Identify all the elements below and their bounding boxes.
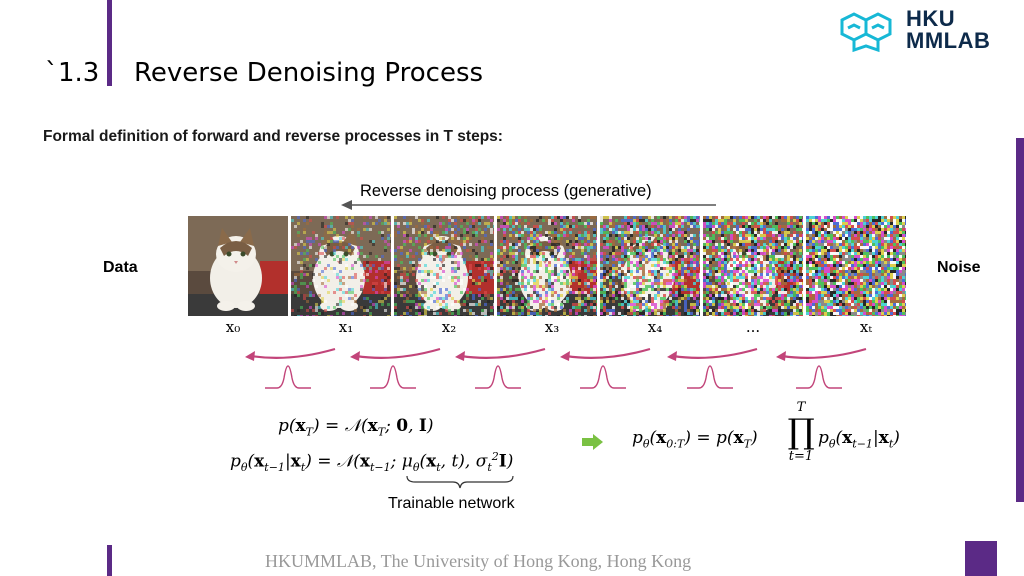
frame-step-3 (497, 216, 597, 316)
trainable-network-label: Trainable network (388, 495, 515, 512)
reverse-process-label: Reverse denoising process (generative) (360, 182, 652, 200)
frame-step-5 (703, 216, 803, 316)
logo-text: HKU MMLAB (906, 8, 990, 52)
gaussian-icon (265, 365, 311, 389)
transition-arrow-4 (667, 347, 758, 361)
frame-step-0 (188, 216, 288, 316)
logo-line-2: MMLAB (906, 28, 991, 53)
joint-equation: pθ(x0:T) = p(xT) (632, 428, 758, 451)
gaussian-icon (580, 365, 626, 389)
subtitle: Formal definition of forward and reverse… (43, 128, 503, 145)
section-number: `1.3 (45, 58, 100, 88)
step-label-2: x₂ (441, 318, 457, 336)
transition-arrow-1 (350, 347, 441, 361)
transition-arrow-0 (245, 347, 336, 361)
gaussian-icon (687, 365, 733, 389)
accent-bar-top-left (107, 0, 112, 86)
frame-step-1 (291, 216, 391, 316)
gaussian-icon (796, 365, 842, 389)
transition-arrow-3 (560, 347, 651, 361)
gaussian-icon (475, 365, 521, 389)
data-label: Data (103, 259, 138, 276)
frame-step-6 (806, 216, 906, 316)
accent-box-bottom-right (965, 541, 997, 576)
step-label-0: x₀ (225, 318, 241, 336)
accent-bar-right (1016, 138, 1024, 502)
transition-arrow-2 (455, 347, 546, 361)
step-label-3: x₃ (544, 318, 560, 336)
joint-equation-term: pθ(xt−1|xt) (818, 428, 900, 451)
frame-step-2 (394, 216, 494, 316)
hku-mmlab-logo-icon (838, 6, 900, 54)
underbrace (406, 475, 514, 489)
transition-arrow-5 (776, 347, 867, 361)
reverse-arrow (341, 200, 716, 210)
page-title: Reverse Denoising Process (134, 58, 484, 88)
accent-bar-bottom-left (107, 545, 112, 576)
step-label-4: x₄ (647, 318, 663, 336)
step-label-5: ... (745, 318, 761, 336)
prior-equation: p(xT) = 𝒩(xT; 0, I) (278, 416, 434, 439)
implies-arrow-icon (582, 434, 603, 450)
frame-step-4 (600, 216, 700, 316)
noise-label: Noise (937, 259, 981, 276)
gaussian-icon (370, 365, 416, 389)
footer: HKUMMLAB, The University of Hong Kong, H… (265, 551, 692, 571)
transition-equation: pθ(xt−1|xt) = 𝒩(xt−1; μθ(xt, t), σt2I) (230, 450, 514, 475)
step-label-6: xₜ (859, 318, 873, 336)
logo-line-1: HKU (906, 6, 956, 31)
product-symbol: T ∏ t=1 (787, 400, 815, 464)
step-label-1: x₁ (338, 318, 354, 336)
